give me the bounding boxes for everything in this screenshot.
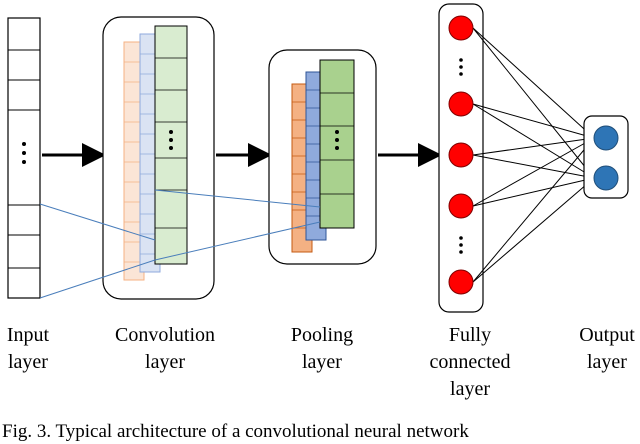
- connection-edge: [472, 103, 595, 179]
- input-layer-column: [7, 17, 41, 299]
- output-nodes: [593, 125, 619, 191]
- pooling-layer-label: Pooling layer: [291, 322, 353, 376]
- label-line: connected: [429, 351, 511, 373]
- label-line: layer: [587, 351, 627, 373]
- output-layer-label: Output layer: [579, 322, 635, 376]
- receptive-field-connectors: [39, 189, 321, 299]
- fc-to-output-connections: [472, 27, 595, 283]
- label-line: layer: [145, 351, 185, 373]
- vertical-ellipsis-icon: [459, 236, 463, 254]
- convolution-layer-box: [102, 16, 215, 300]
- label-line: layer: [302, 351, 342, 373]
- fc-neuron: [448, 91, 474, 117]
- cnn-architecture-diagram: [7, 3, 629, 313]
- label-line: layer: [8, 351, 48, 373]
- fc-neuron: [448, 269, 474, 295]
- fully-connected-nodes: [448, 15, 474, 295]
- vertical-ellipsis-icon: [22, 142, 26, 164]
- input-layer-label: Input layer: [7, 322, 49, 376]
- fc-neuron: [448, 193, 474, 219]
- pooling-layer-box: [268, 49, 377, 265]
- output-neuron: [593, 125, 619, 151]
- fully-connected-layer-label: Fully connected layer: [429, 322, 510, 403]
- label-line: Pooling: [290, 324, 354, 346]
- connection-edge: [472, 154, 595, 179]
- fc-neuron: [448, 15, 474, 41]
- connection-edge: [472, 137, 595, 156]
- vertical-ellipsis-icon: [335, 130, 339, 150]
- connection-edge: [472, 177, 595, 283]
- figure-caption: Fig. 3. Typical architecture of a convol…: [2, 421, 469, 442]
- vertical-ellipsis-icon: [459, 58, 463, 76]
- output-neuron: [593, 165, 619, 191]
- label-line: Input: [6, 324, 50, 346]
- fc-neuron: [448, 142, 474, 168]
- label-line: layer: [450, 378, 490, 400]
- convolution-layer-label: Convolution layer: [115, 322, 215, 376]
- label-line: Fully: [448, 324, 492, 346]
- vertical-ellipsis-icon: [169, 130, 173, 150]
- connection-edge: [472, 27, 595, 139]
- connection-edge: [472, 27, 595, 179]
- connection-edge: [472, 177, 595, 207]
- connection-edge: [472, 137, 595, 283]
- label-line: Output: [579, 324, 635, 346]
- connection-edge: [472, 137, 595, 207]
- connection-edge: [472, 103, 595, 139]
- label-line: Convolution: [114, 324, 216, 346]
